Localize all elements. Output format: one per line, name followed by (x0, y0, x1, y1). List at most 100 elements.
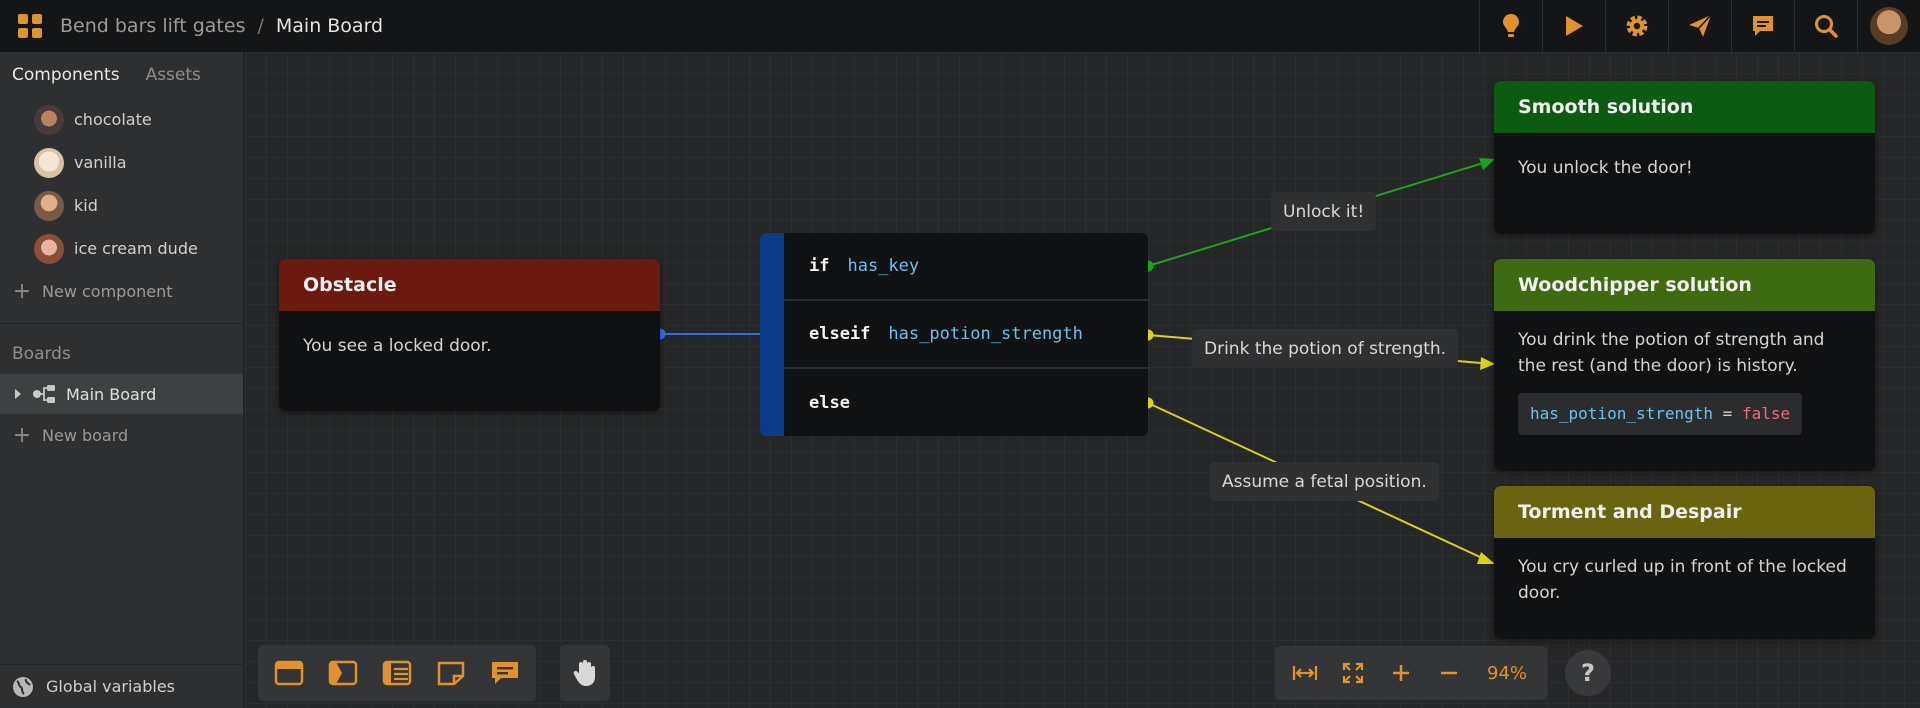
new-component-button[interactable]: + New component (0, 270, 243, 313)
comments-button[interactable] (1731, 0, 1794, 52)
list-node-icon (382, 660, 412, 686)
gear-icon (1626, 15, 1648, 37)
condition-keyword: else (809, 393, 850, 413)
minus-icon (1441, 671, 1457, 675)
lightbulb-icon (1503, 14, 1519, 37)
tab-assets[interactable]: Assets (145, 65, 201, 85)
component-item-vanilla[interactable]: vanilla (0, 141, 243, 184)
node-text: You cry curled up in front of the locked… (1518, 557, 1847, 603)
fit-width-button[interactable] (1281, 646, 1329, 700)
board-tree-icon (33, 385, 55, 403)
node-title: Torment and Despair (1494, 486, 1875, 538)
add-dialogue-node-button[interactable] (262, 646, 316, 700)
add-comment-button[interactable] (478, 646, 532, 700)
node-title: Woodchipper solution (1494, 259, 1875, 311)
condition-row-else[interactable]: else (784, 369, 1148, 436)
search-icon (1815, 15, 1838, 38)
add-choice-node-button[interactable] (370, 646, 424, 700)
new-board-button[interactable]: + New board (0, 414, 243, 457)
play-button[interactable] (1542, 0, 1605, 52)
component-item-kid[interactable]: kid (0, 184, 243, 227)
wire-label-drink[interactable]: Drink the potion of strength. (1192, 329, 1459, 368)
sidebar: Components Assets chocolate vanilla kid … (0, 52, 244, 708)
top-bar: Bend bars lift gates / Main Board (0, 0, 1920, 52)
user-avatar[interactable] (1857, 0, 1920, 52)
node-obstacle[interactable]: Obstacle You see a locked door. (279, 259, 660, 411)
sticky-note-icon (437, 661, 465, 686)
top-actions (1479, 0, 1920, 52)
component-avatar (34, 104, 64, 135)
breadcrumb-board: Main Board (275, 15, 384, 37)
breadcrumb-project[interactable]: Bend bars lift gates (60, 15, 246, 37)
component-avatar (34, 233, 64, 264)
plus-icon: + (12, 423, 32, 448)
node-tool-palette (258, 645, 536, 701)
zoom-in-button[interactable] (1377, 646, 1425, 700)
menu-button[interactable] (0, 0, 60, 52)
node-title: Smooth solution (1494, 81, 1875, 133)
condition-rows: if has_key elseif has_potion_strength el… (784, 233, 1148, 436)
comment-icon (492, 662, 518, 684)
condition-variable: has_key (847, 256, 920, 276)
settings-button[interactable] (1605, 0, 1668, 52)
zoom-level[interactable]: 94% (1487, 662, 1528, 684)
component-item-ice-cream-dude[interactable]: ice cream dude (0, 227, 243, 270)
branch-node-icon (328, 660, 358, 686)
condition-row-elseif[interactable]: elseif has_potion_strength (784, 301, 1148, 369)
node-smooth-solution[interactable]: Smooth solution You unlock the door! (1494, 81, 1875, 234)
node-title: Obstacle (279, 259, 660, 311)
node-text: You drink the potion of strength and the… (1518, 330, 1825, 376)
component-item-chocolate[interactable]: chocolate (0, 98, 243, 141)
component-label: chocolate (74, 110, 152, 129)
assignment-value: false (1741, 404, 1791, 423)
node-woodchipper-solution[interactable]: Woodchipper solution You drink the potio… (1494, 259, 1875, 471)
node-condition[interactable]: if has_key elseif has_potion_strength el… (760, 233, 1148, 436)
condition-keyword: if (809, 256, 830, 276)
sidebar-divider (0, 323, 243, 324)
add-note-button[interactable] (424, 646, 478, 700)
node-torment-despair[interactable]: Torment and Despair You cry curled up in… (1494, 486, 1875, 639)
board-item-main[interactable]: Main Board (0, 374, 243, 414)
node-text: You see a locked door. (303, 336, 492, 356)
search-button[interactable] (1794, 0, 1857, 52)
fit-width-icon (1292, 666, 1318, 680)
comment-icon (1753, 16, 1773, 36)
assignment-variable: has_potion_strength (1530, 404, 1714, 423)
plus-icon: + (12, 279, 32, 304)
component-label: ice cream dude (74, 239, 198, 258)
zoom-toolbar: 94% (1275, 646, 1548, 700)
send-icon (1689, 14, 1712, 37)
variable-assignment[interactable]: has_potion_strength = false (1518, 393, 1803, 435)
zoom-out-button[interactable] (1425, 646, 1473, 700)
fit-screen-button[interactable] (1329, 646, 1377, 700)
avatar-image (1870, 7, 1908, 45)
condition-variable: has_potion_strength (888, 324, 1083, 344)
board-canvas[interactable]: Obstacle You see a locked door. if has_k… (245, 52, 1920, 708)
publish-button[interactable] (1668, 0, 1731, 52)
sidebar-tabs: Components Assets (0, 52, 243, 98)
condition-keyword: elseif (809, 324, 871, 344)
grid-menu-icon (18, 14, 42, 38)
node-body: You drink the potion of strength and the… (1494, 311, 1875, 457)
hand-icon[interactable] (573, 659, 597, 687)
condition-bar (760, 233, 784, 436)
component-label: kid (74, 196, 98, 215)
global-variables-button[interactable]: Global variables (0, 664, 243, 708)
caret-right-icon[interactable] (14, 388, 22, 400)
hint-button[interactable] (1479, 0, 1542, 52)
breadcrumb: Bend bars lift gates / Main Board (60, 15, 383, 37)
plus-icon (1393, 665, 1409, 681)
wire-label-unlock[interactable]: Unlock it! (1271, 192, 1377, 231)
boards-heading: Boards (12, 344, 71, 364)
add-condition-node-button[interactable] (316, 646, 370, 700)
expand-icon (1342, 662, 1364, 684)
globe-icon (13, 676, 33, 697)
node-text: You unlock the door! (1518, 158, 1693, 178)
help-button[interactable]: ? (1565, 650, 1611, 696)
component-label: vanilla (74, 153, 127, 172)
condition-row-if[interactable]: if has_key (784, 233, 1148, 301)
tab-components[interactable]: Components (12, 65, 120, 85)
wire-label-fetal[interactable]: Assume a fetal position. (1210, 462, 1439, 501)
component-avatar (34, 147, 64, 178)
